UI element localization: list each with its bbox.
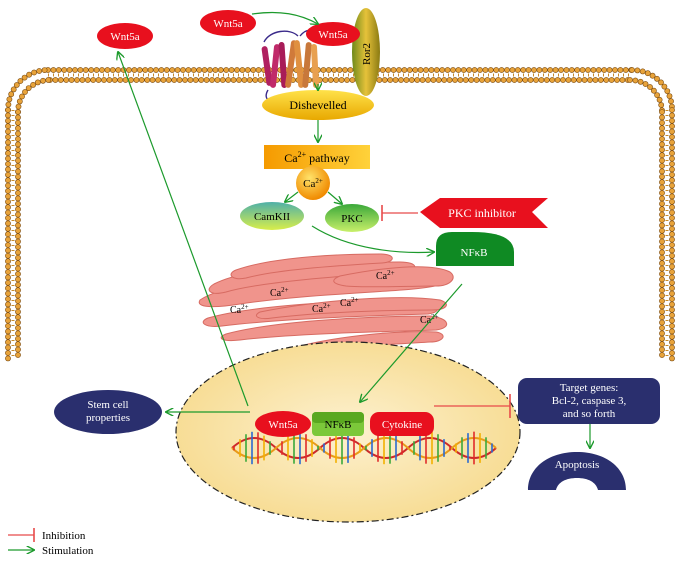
svg-text:Dishevelled: Dishevelled bbox=[289, 98, 346, 112]
svg-text:Wnt5a: Wnt5a bbox=[110, 31, 139, 43]
arrows bbox=[118, 11, 590, 448]
er-ca-label-5: Ca2+ bbox=[340, 296, 359, 309]
er-ca-label-2: Ca2+ bbox=[270, 286, 289, 299]
camkii: CamKII bbox=[240, 202, 304, 230]
ca-pathway-box: Ca2+ pathway bbox=[264, 145, 370, 169]
arrow-wnt5a-to-receptor bbox=[251, 11, 318, 24]
wnt5a-gene: Wnt5a bbox=[255, 411, 311, 437]
svg-text:Wnt5a: Wnt5a bbox=[213, 18, 242, 30]
stem-cell-properties: Stem cell properties bbox=[54, 390, 162, 434]
dishevelled: Dishevelled bbox=[262, 90, 374, 120]
wnt5a-ligand: Wnt5a bbox=[200, 10, 256, 36]
arrow-nfkb-to-nucleus bbox=[360, 283, 463, 402]
svg-text:Bcl-2, caspase 3,: Bcl-2, caspase 3, bbox=[552, 395, 627, 407]
wnt5a-bound: Wnt5a bbox=[306, 22, 360, 46]
er-ca-label-1: Ca2+ bbox=[376, 269, 395, 282]
legend-stimulation: Stimulation bbox=[8, 545, 94, 557]
arrow-wnt5a-gene-to-secreted bbox=[118, 52, 249, 407]
cytokine-gene: Cytokine bbox=[370, 412, 434, 436]
svg-text:CamKII: CamKII bbox=[254, 211, 290, 223]
target-genes: Target genes: Bcl-2, caspase 3, and so f… bbox=[518, 378, 660, 424]
svg-text:PKC: PKC bbox=[341, 213, 362, 225]
arrow-ca-to-camkii bbox=[285, 191, 299, 202]
svg-text:Wnt5a: Wnt5a bbox=[318, 29, 347, 41]
svg-text:Ror2: Ror2 bbox=[361, 43, 373, 65]
svg-text:Ca2+ pathway: Ca2+ pathway bbox=[284, 150, 350, 165]
svg-text:Stimulation: Stimulation bbox=[42, 545, 94, 557]
svg-text:Cytokine: Cytokine bbox=[382, 419, 422, 431]
arrow-ca-to-pkc bbox=[327, 191, 342, 204]
er-ca-label-3: Ca2+ bbox=[230, 303, 249, 316]
svg-text:Wnt5a: Wnt5a bbox=[268, 419, 297, 431]
er-ca-label-4: Ca2+ bbox=[312, 302, 331, 315]
endoplasmic-reticulum: Ca2+ Ca2+ Ca2+ Ca2+ Ca2+ Ca2+ bbox=[198, 253, 454, 351]
legend-inhibition: Inhibition bbox=[8, 528, 86, 542]
svg-text:NFκB: NFκB bbox=[325, 419, 352, 431]
svg-text:Target genes:: Target genes: bbox=[560, 382, 619, 394]
arrow-camkii-to-nfkb bbox=[311, 225, 434, 252]
nfkb-gene: NFκB bbox=[312, 412, 364, 436]
svg-text:Stem cell: Stem cell bbox=[87, 399, 128, 411]
ror2-receptor: Ror2 bbox=[352, 8, 380, 96]
svg-text:properties: properties bbox=[86, 412, 130, 424]
apoptosis: Apoptosis bbox=[528, 452, 626, 494]
svg-text:Ca2+: Ca2+ bbox=[303, 177, 323, 190]
wnt5a-secreted: Wnt5a bbox=[97, 23, 153, 49]
svg-text:Inhibition: Inhibition bbox=[42, 530, 86, 542]
pkc: PKC bbox=[325, 204, 379, 232]
er-ca-label-6: Ca2+ bbox=[420, 313, 439, 326]
pkc-inhibitor: PKC inhibitor bbox=[420, 198, 548, 228]
frizzled-receptor bbox=[261, 29, 321, 102]
legend: Inhibition Stimulation bbox=[8, 528, 94, 557]
svg-text:Apoptosis: Apoptosis bbox=[555, 459, 600, 471]
ca-ion: Ca2+ bbox=[296, 166, 330, 200]
nfkb-cytoplasm: NFκB bbox=[436, 232, 514, 266]
svg-text:and so forth: and so forth bbox=[563, 408, 616, 420]
svg-text:PKC inhibitor: PKC inhibitor bbox=[448, 206, 516, 220]
dna-helix bbox=[231, 431, 497, 465]
svg-text:NFκB: NFκB bbox=[461, 247, 488, 259]
